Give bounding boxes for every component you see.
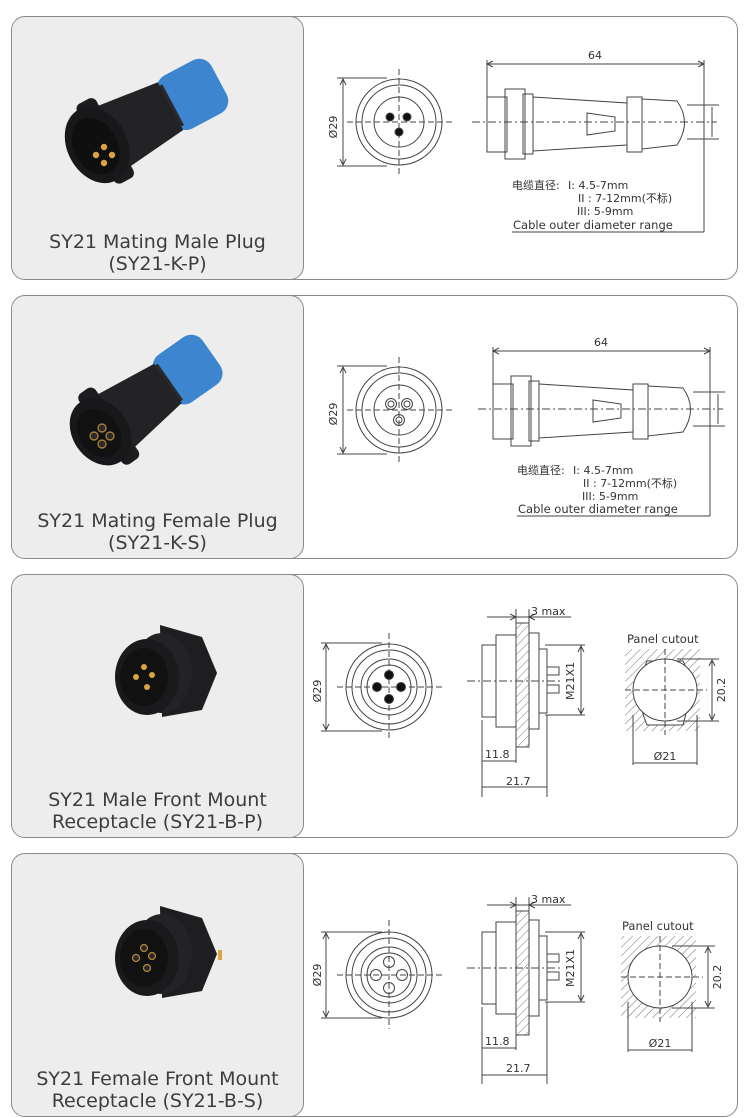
front-view-drawing [337, 69, 453, 175]
cutout-diameter-label: Ø21 [654, 750, 677, 763]
length-label: 64 [588, 49, 602, 62]
front-view-drawing [321, 920, 443, 1029]
cable-note-en: Cable outer diameter range [513, 218, 673, 232]
front-view-drawing [321, 633, 443, 741]
thread-label: M21X1 [564, 662, 577, 700]
diameter-label: Ø29 [311, 964, 324, 987]
front-view-drawing [337, 357, 453, 463]
product-card-male-plug: SY21 Mating Male Plug (SY21-K-P) Ø29 [11, 16, 738, 280]
product-caption: SY21 Mating Male Plug (SY21-K-P) [12, 231, 303, 275]
product-name: SY21 Female Front Mount [36, 1068, 279, 1090]
cable-range-3: III: 5-9mm [577, 205, 633, 218]
product-code: Receptacle (SY21-B-P) [52, 811, 263, 833]
product-name: SY21 Mating Female Plug [37, 510, 278, 532]
product-card-female-receptacle: SY21 Female Front Mount Receptacle (SY21… [11, 853, 738, 1117]
diameter-label: Ø29 [327, 116, 340, 139]
product-code: Receptacle (SY21-B-S) [51, 1090, 264, 1112]
product-caption: SY21 Mating Female Plug (SY21-K-S) [12, 510, 303, 554]
cable-note-cn: 电缆直径: [517, 463, 565, 477]
dimension-b-label: 21.7 [506, 1062, 531, 1075]
diameter-label: Ø29 [311, 680, 324, 703]
product-name: SY21 Male Front Mount [48, 789, 267, 811]
male-plug-photo-icon [64, 58, 229, 184]
thread-label: M21X1 [564, 949, 577, 987]
cable-range-2: II : 7-12mm(不标) [578, 191, 672, 205]
product-photo-panel: SY21 Mating Female Plug (SY21-K-S) [12, 296, 304, 558]
product-code: (SY21-K-S) [108, 532, 207, 554]
dimension-a-label: 11.8 [485, 1035, 510, 1048]
panel-thickness-label: 3 max [531, 893, 566, 906]
side-view-drawing [478, 347, 725, 517]
female-plug-photo-icon [69, 334, 223, 466]
technical-drawing: Ø29 3 max M21X1 [307, 575, 737, 837]
diameter-label: Ø29 [327, 403, 340, 426]
product-photo-panel: SY21 Mating Male Plug (SY21-K-P) [12, 17, 304, 279]
technical-drawing: Ø29 64 电缆直径: I: 4.5-7mm II : 7-12mm( [307, 296, 737, 558]
product-photo-panel: SY21 Male Front Mount Receptacle (SY21-B… [12, 575, 304, 837]
male-receptacle-photo-icon [115, 625, 217, 717]
product-name: SY21 Mating Male Plug [49, 231, 266, 253]
product-code: (SY21-K-P) [108, 253, 207, 275]
product-card-female-plug: SY21 Mating Female Plug (SY21-K-S) Ø29 [11, 295, 738, 559]
technical-drawing: Ø29 3 max M21X1 [307, 854, 737, 1116]
side-view-drawing [467, 897, 585, 1084]
dimension-b-label: 21.7 [506, 775, 531, 788]
cable-range-3: III: 5-9mm [582, 490, 638, 503]
panel-thickness-label: 3 max [531, 605, 566, 618]
product-card-male-receptacle: SY21 Male Front Mount Receptacle (SY21-B… [11, 574, 738, 838]
cable-note-en: Cable outer diameter range [518, 502, 678, 516]
cable-range-2: II : 7-12mm(不标) [583, 476, 677, 490]
panel-cutout-drawing [621, 936, 715, 1052]
cable-range-1: I: 4.5-7mm [573, 464, 633, 477]
cutout-height-label: 20.2 [711, 965, 724, 990]
panel-cutout-title: Panel cutout [622, 919, 694, 933]
side-view-drawing [472, 60, 719, 233]
female-receptacle-photo-icon [115, 906, 222, 998]
product-caption: SY21 Male Front Mount Receptacle (SY21-B… [12, 789, 303, 833]
panel-cutout-drawing [625, 649, 719, 765]
cable-range-1: I: 4.5-7mm [568, 179, 628, 192]
technical-drawing: Ø29 64 电缆直径: I: 4.5-7mm II : [307, 17, 737, 279]
cable-note-cn: 电缆直径: [512, 178, 560, 192]
panel-cutout-title: Panel cutout [627, 632, 699, 646]
dimension-a-label: 11.8 [485, 748, 510, 761]
cutout-diameter-label: Ø21 [649, 1037, 672, 1050]
product-caption: SY21 Female Front Mount Receptacle (SY21… [12, 1068, 303, 1112]
product-photo-panel: SY21 Female Front Mount Receptacle (SY21… [12, 854, 304, 1116]
length-label: 64 [594, 336, 608, 349]
side-view-drawing [467, 609, 585, 797]
cutout-height-label: 20.2 [715, 678, 728, 703]
